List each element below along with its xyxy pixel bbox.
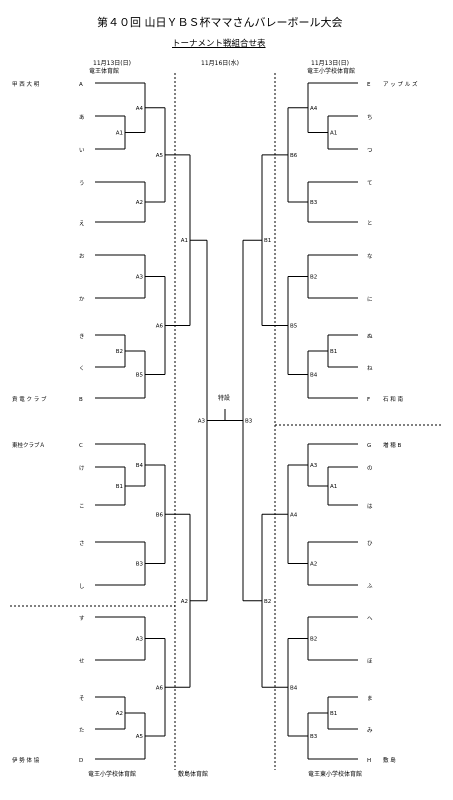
- left-slot-letter: か: [79, 296, 85, 303]
- left-team-name: 甲 西 大 明: [12, 80, 40, 88]
- left-slot-letter: た: [79, 727, 85, 734]
- left-venue-footer: 竜王小学校体育館: [88, 771, 137, 778]
- right-r3-label: A4: [290, 512, 298, 518]
- left-r2-label: A3: [136, 275, 144, 281]
- right-slot-letter: ふ: [367, 583, 373, 590]
- right-slot-letter: と: [367, 220, 373, 227]
- right-r3-label: B4: [290, 685, 298, 691]
- special-venue-label: 特設: [218, 395, 231, 402]
- left-slot-letter: お: [79, 253, 85, 260]
- left-r4-label: A1: [181, 238, 188, 244]
- right-slot-letter: み: [367, 727, 373, 734]
- left-r3-label: A5: [156, 153, 164, 159]
- left-r2-label: A3: [136, 637, 144, 643]
- right-slot-letter: ね: [367, 365, 373, 372]
- right-team-name: 石 和 南: [383, 395, 403, 403]
- right-slot-letter: ほ: [367, 658, 373, 665]
- right-slot-letter: ひ: [367, 540, 373, 547]
- right-slot-letter: は: [367, 503, 373, 510]
- right-slot-letter: E: [367, 82, 371, 88]
- right-slot-letter: H: [367, 758, 371, 764]
- left-r3-label: A6: [156, 685, 164, 691]
- right-r2-label: B2: [310, 275, 317, 281]
- right-team-name: 増 穂 B: [383, 441, 401, 449]
- left-slot-letter: そ: [79, 695, 85, 702]
- right-slot-letter: な: [367, 253, 373, 260]
- left-slot-letter: あ: [79, 114, 85, 121]
- right-r2-label: B2: [310, 637, 317, 643]
- left-date-header: 11月13日(日): [93, 60, 131, 67]
- right-slot-letter: G: [367, 443, 371, 449]
- right-r2-label: B3: [310, 734, 318, 740]
- center-date-header: 11月16日(水): [201, 60, 239, 67]
- right-r2-label: B3: [310, 200, 318, 206]
- left-slot-letter: D: [79, 758, 83, 764]
- left-slot-letter: B: [79, 397, 83, 403]
- right-semi-label: B3: [245, 418, 253, 424]
- left-r2-label: A4: [136, 106, 144, 112]
- left-r3-label: A6: [156, 324, 164, 330]
- right-r1-label: B1: [330, 349, 337, 355]
- left-slot-letter: く: [79, 366, 85, 372]
- left-r1-label: B2: [116, 349, 123, 355]
- right-r1-label: A1: [330, 131, 337, 137]
- left-venue-header: 竜王体育館: [89, 68, 120, 75]
- left-r2-label: A5: [136, 734, 144, 740]
- right-r3-label: B6: [290, 153, 298, 159]
- left-slot-letter: こ: [79, 503, 85, 510]
- left-team-name: 東桂クラブＡ: [12, 441, 45, 449]
- page-subtitle: トーナメント戦組合せ表: [172, 39, 266, 49]
- left-r1-label: A2: [116, 711, 123, 717]
- left-slot-letter: け: [79, 465, 85, 472]
- left-r2-label: A2: [136, 200, 143, 206]
- left-slot-letter: き: [79, 333, 85, 340]
- left-slot-letter: さ: [79, 540, 85, 547]
- right-slot-letter: ち: [367, 114, 373, 121]
- right-slot-letter: F: [367, 397, 370, 403]
- center-venue-footer: 敷島体育館: [178, 771, 209, 778]
- left-r2-label: B4: [136, 463, 144, 469]
- right-slot-letter: の: [367, 465, 373, 472]
- left-r2-label: B3: [136, 562, 144, 568]
- page-title: 第４０回 山日ＹＢＳ杯ママさんバレーボール大会: [97, 16, 343, 29]
- left-r3-label: B6: [156, 512, 164, 518]
- left-r1-label: B1: [116, 484, 123, 490]
- right-slot-letter: へ: [367, 616, 373, 622]
- right-r4-label: B1: [264, 238, 271, 244]
- right-r2-label: B4: [310, 373, 318, 379]
- right-slot-letter: て: [367, 180, 373, 187]
- right-r2-label: A2: [310, 562, 317, 568]
- right-team-name: ア ッ プ ル ズ: [383, 80, 418, 88]
- left-slot-letter: え: [79, 220, 85, 227]
- right-venue-header: 竜王小学校体育館: [307, 68, 356, 75]
- right-team-name: 敷 島: [383, 756, 396, 764]
- left-r4-label: A2: [181, 599, 188, 605]
- right-venue-footer: 竜王東小学校体育館: [308, 771, 363, 778]
- left-slot-letter: A: [79, 82, 83, 88]
- right-slot-letter: に: [367, 296, 373, 303]
- right-date-header: 11月13日(日): [311, 60, 349, 67]
- right-r3-label: B5: [290, 324, 298, 330]
- left-team-name: 貢 竜 ク ラ ブ: [12, 395, 47, 403]
- right-slot-letter: ぬ: [367, 333, 373, 340]
- left-slot-letter: せ: [79, 658, 85, 665]
- right-slot-letter: ま: [367, 695, 373, 702]
- right-r2-label: A3: [310, 463, 318, 469]
- left-semi-label: A3: [198, 418, 206, 424]
- left-slot-letter: C: [79, 443, 83, 449]
- right-r4-label: B2: [264, 599, 271, 605]
- right-r1-label: B1: [330, 711, 337, 717]
- right-slot-letter: つ: [367, 148, 373, 154]
- right-r1-label: A1: [330, 484, 337, 490]
- left-slot-letter: う: [79, 180, 85, 187]
- left-r1-label: A1: [116, 131, 123, 137]
- right-r2-label: A4: [310, 106, 318, 112]
- left-slot-letter: す: [79, 615, 85, 622]
- left-r2-label: B5: [136, 373, 144, 379]
- left-team-name: 伊 勢 体 協: [12, 756, 40, 764]
- left-slot-letter: し: [79, 583, 85, 590]
- left-slot-letter: い: [79, 147, 85, 154]
